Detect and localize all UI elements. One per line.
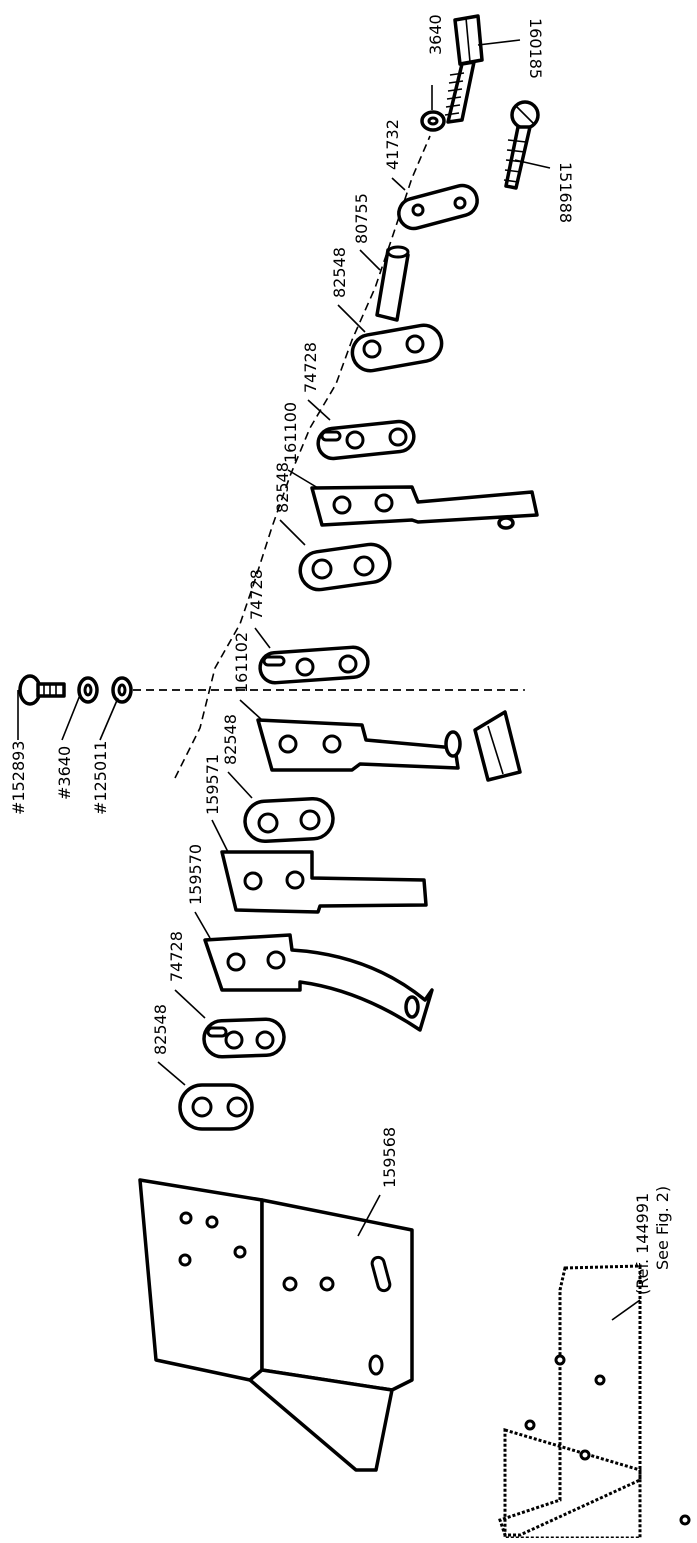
part-151688-screw	[503, 100, 540, 190]
label-82548-d: 82548	[151, 1004, 170, 1055]
label-161102: 161102	[232, 632, 251, 693]
label-159571: 159571	[203, 754, 222, 815]
label-152893: #152893	[9, 741, 28, 815]
part-82548-plate-a	[350, 323, 444, 373]
part-159571-bar	[220, 850, 428, 914]
part-82548-plate-b	[298, 542, 392, 592]
part-159568-bracket	[138, 1178, 414, 1472]
label-74728-c: 74728	[167, 931, 186, 982]
label-ref-144991: (Ref. 144991	[633, 1193, 652, 1295]
part-161102-lever	[256, 710, 522, 782]
label-82548-b: 82548	[273, 462, 292, 513]
label-82548-a: 82548	[330, 247, 349, 298]
part-125011-washer	[111, 676, 133, 704]
part-161100-lever	[310, 485, 539, 530]
part-3640-lockwasher-top	[420, 110, 446, 132]
label-3640-top: 3640	[426, 14, 445, 55]
part-152893-screw	[18, 674, 66, 706]
assembly-axis	[174, 135, 431, 779]
part-82548-plate-d	[178, 1083, 254, 1131]
leader-lines	[17, 39, 641, 1321]
label-160185: 160185	[526, 18, 545, 79]
label-159570: 159570	[186, 844, 205, 905]
part-82548-plate-c	[243, 796, 335, 844]
part-74728-plate-b	[258, 645, 370, 685]
ref-plate-144991	[498, 1264, 691, 1540]
label-161100: 161100	[281, 402, 300, 463]
label-80755: 80755	[352, 193, 371, 244]
part-160185-standoff	[444, 14, 484, 124]
part-3640-lockwasher-left	[77, 676, 99, 704]
label-41732: 41732	[383, 119, 402, 170]
part-74728-plate-c	[202, 1017, 286, 1059]
label-3640-left: #3640	[55, 746, 74, 800]
label-125011: #125011	[91, 741, 110, 815]
label-82548-c: 82548	[221, 714, 240, 765]
part-41732-plate	[397, 183, 479, 231]
part-80755-spacer	[375, 245, 410, 322]
label-159568: 159568	[380, 1127, 399, 1188]
part-74728-plate-a	[316, 419, 416, 461]
label-74728-b: 74728	[247, 569, 266, 620]
label-see-fig-2: See Fig. 2)	[653, 1186, 672, 1270]
part-159570-lever	[203, 933, 434, 1032]
label-74728-a: 74728	[301, 342, 320, 393]
label-151688: 151688	[556, 162, 575, 223]
